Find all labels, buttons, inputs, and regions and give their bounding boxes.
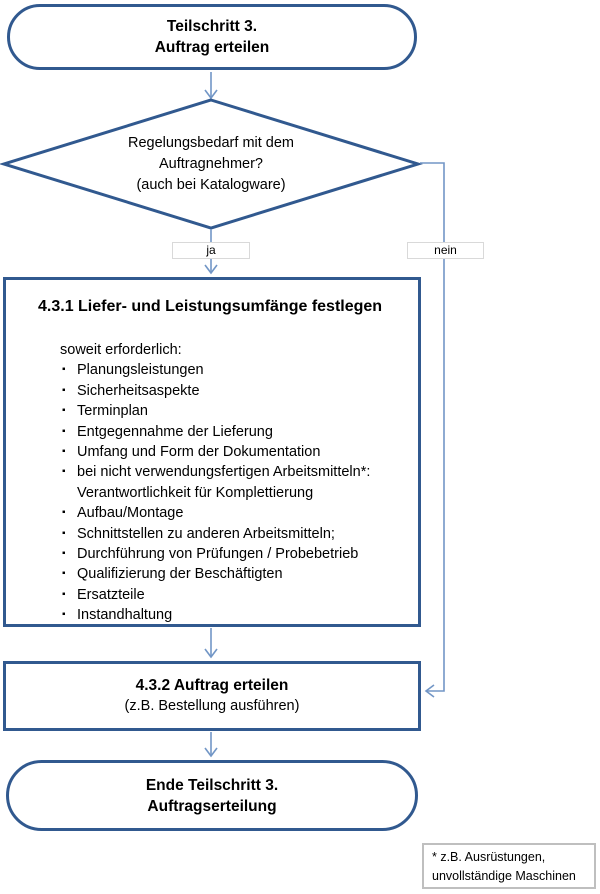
- list-item: ▪ Instandhaltung: [62, 605, 418, 624]
- list-item-text: Planungsleistungen: [77, 362, 204, 379]
- list-item-continuation: Verantwortlichkeit für Komplettierung: [62, 483, 418, 503]
- list-item-text: Aufbau/Montage: [77, 505, 184, 522]
- start-line2: Auftrag erteilen: [154, 39, 270, 56]
- branch-label-ja: ja: [172, 242, 250, 259]
- box432-line1: 4.3.2 Auftrag erteilen: [135, 677, 289, 694]
- box431-title: 4.3.1 Liefer- und Leistungsumfänge festl…: [38, 298, 383, 315]
- list-item: ▪ Terminplan: [62, 401, 418, 421]
- box431-intro: soweit erforderlich:: [60, 342, 182, 358]
- bullet-icon: ▪: [62, 588, 66, 600]
- bullet-icon: ▪: [62, 405, 66, 417]
- list-item-text: Entgegennahme der Lieferung: [77, 423, 273, 440]
- list-item-text: Verantwortlichkeit für Komplettierung: [77, 484, 314, 501]
- decision-line2: Auftragnehmer?: [159, 156, 263, 172]
- decision-diamond-shape: [0, 98, 424, 230]
- branch-label-nein: nein: [407, 242, 484, 259]
- end-line2: Auftragserteilung: [147, 797, 277, 815]
- list-item-text: Instandhaltung: [77, 607, 173, 624]
- list-item: ▪ Aufbau/Montage: [62, 503, 418, 523]
- end-line1: Ende Teilschritt 3.: [145, 776, 279, 794]
- bullet-icon: ▪: [62, 384, 66, 396]
- arrow-nein-branch: [420, 162, 445, 692]
- list-item: ▪ Planungsleistungen: [62, 360, 418, 380]
- bullet-icon: ▪: [62, 548, 66, 560]
- process-box-431: 4.3.1 Liefer- und Leistungsumfänge festl…: [3, 277, 421, 627]
- footnote-box: * z.B. Ausrüstungen, unvollständige Masc…: [422, 843, 596, 889]
- bullet-icon: ▪: [62, 568, 66, 580]
- list-item-text: Ersatzteile: [77, 586, 145, 603]
- box431-list: soweit erforderlich: ▪ Planungsleistungen…: [6, 340, 418, 624]
- arrowhead-down-icon: [204, 264, 218, 275]
- footnote-line1: * z.B. Ausrüstungen,: [432, 850, 546, 864]
- bullet-spacer: [62, 483, 77, 503]
- list-item-text: Terminplan: [77, 403, 148, 420]
- list-item: ▪ Qualifizierung der Beschäftigten: [62, 564, 418, 584]
- bullet-icon: ▪: [62, 364, 66, 376]
- decision-line1: Regelungsbedarf mit dem: [127, 135, 295, 151]
- footnote-line2: unvollständige Maschinen: [432, 869, 576, 883]
- list-item-text: Schnittstellen zu anderen Arbeitsmitteln…: [77, 525, 335, 542]
- list-item-text: bei nicht verwendungsfertigen Arbeitsmit…: [77, 464, 371, 481]
- bullet-icon: ▪: [62, 609, 66, 621]
- bullet-icon: ▪: [62, 507, 66, 519]
- list-item-text: Durchführung von Prüfungen / Probebetrie…: [77, 546, 359, 563]
- list-item: ▪ Schnittstellen zu anderen Arbeitsmittel…: [62, 524, 418, 544]
- list-item: ▪ bei nicht verwendungsfertigen Arbeitsmi…: [62, 462, 418, 482]
- list-item: ▪ Ersatzteile: [62, 585, 418, 605]
- list-item-text: Sicherheitsaspekte: [77, 382, 200, 399]
- bullet-icon: ▪: [62, 425, 66, 437]
- decision-text: Regelungsbedarf mit dem Auftragnehmer? (…: [61, 133, 361, 196]
- arrowhead-down-icon: [204, 747, 218, 758]
- arrowhead-down-icon: [204, 648, 218, 659]
- end-terminator: Ende Teilschritt 3. Auftragserteilung: [6, 760, 418, 831]
- list-item-text: Umfang und Form der Dokumentation: [77, 444, 321, 461]
- bullet-icon: ▪: [62, 446, 66, 458]
- list-item: ▪ Entgegennahme der Lieferung: [62, 422, 418, 442]
- process-box-432: 4.3.2 Auftrag erteilen (z.B. Bestellung …: [3, 661, 421, 731]
- start-line1: Teilschritt 3.: [166, 18, 258, 35]
- list-item: ▪ Umfang und Form der Dokumentation: [62, 442, 418, 462]
- box432-line2: (z.B. Bestellung ausführen): [124, 698, 300, 714]
- decision-line3: (auch bei Katalogware): [136, 177, 286, 193]
- list-item: ▪ Durchführung von Prüfungen / Probebetri…: [62, 544, 418, 564]
- list-item-text: Qualifizierung der Beschäftigten: [77, 566, 283, 583]
- start-terminator: Teilschritt 3. Auftrag erteilen: [7, 4, 417, 70]
- arrowhead-left-icon: [424, 684, 435, 698]
- bullet-icon: ▪: [62, 527, 66, 539]
- list-item: ▪ Sicherheitsaspekte: [62, 381, 418, 401]
- bullet-icon: ▪: [62, 466, 66, 478]
- arrowhead-down-icon: [204, 89, 218, 100]
